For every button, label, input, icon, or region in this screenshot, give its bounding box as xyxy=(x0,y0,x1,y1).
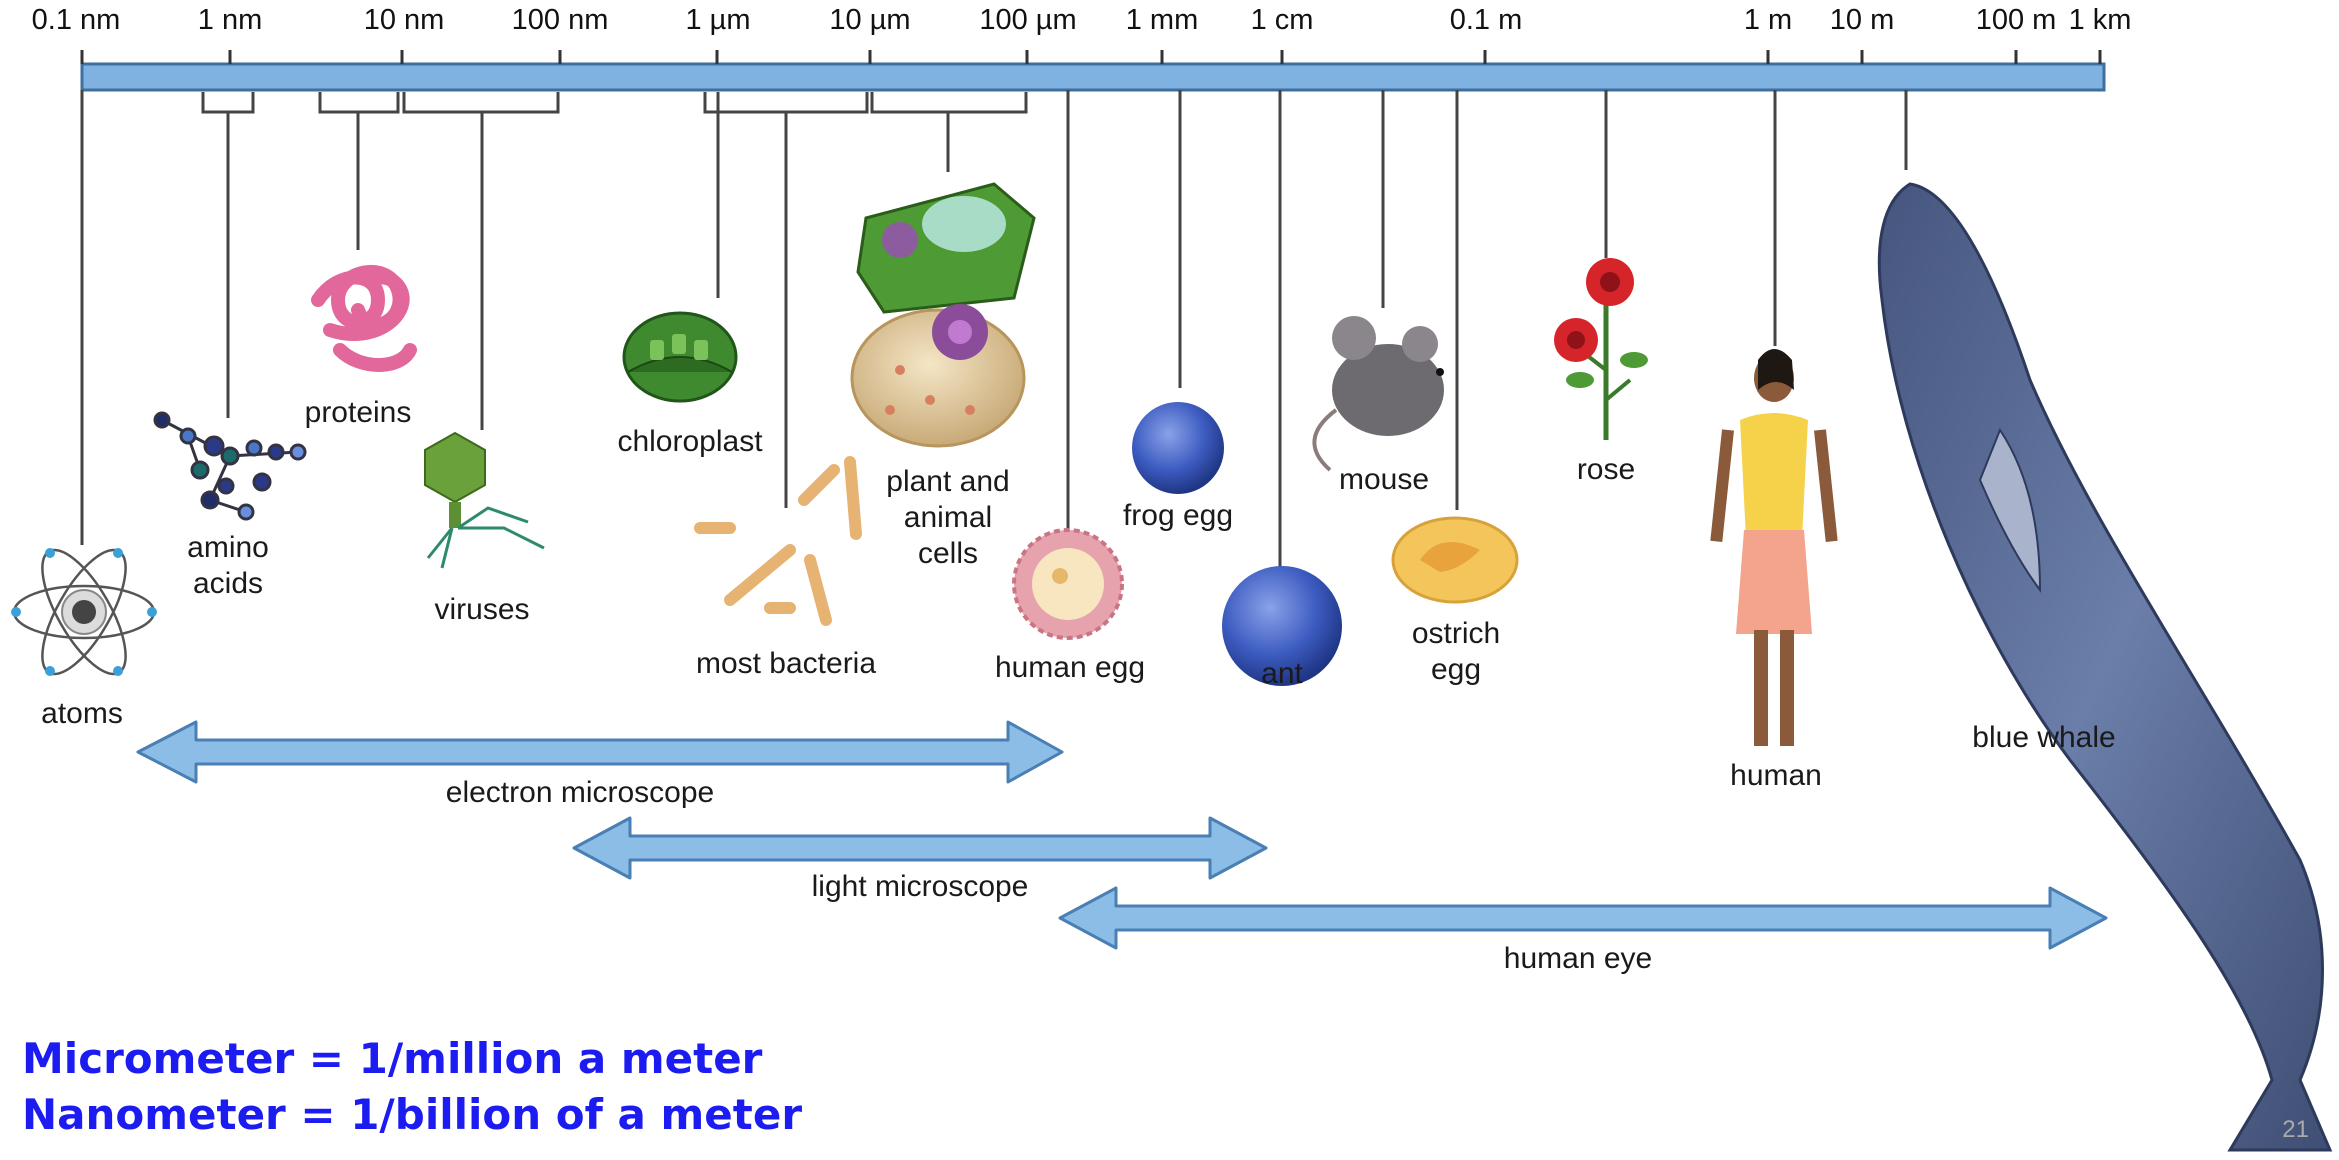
label-human-eye: human eye xyxy=(1504,942,1652,976)
tick-label: 10 nm xyxy=(364,4,445,37)
label-mouse: mouse xyxy=(1339,462,1429,498)
ostrich-egg-illustration xyxy=(1393,518,1517,602)
tick-label: 1 nm xyxy=(198,4,262,37)
virus-illustration xyxy=(425,433,544,568)
tick-label: 1 cm xyxy=(1251,4,1314,37)
plant-cell-illustration xyxy=(858,184,1034,312)
range-arrows xyxy=(138,722,2106,948)
atom-illustration xyxy=(11,538,157,685)
light-microscope-arrow xyxy=(574,818,1266,878)
label-most-bacteria: most bacteria xyxy=(696,646,876,682)
label-frog-egg: frog egg xyxy=(1123,498,1233,534)
label-human-egg: human egg xyxy=(995,650,1145,686)
tick-label: 0.1 nm xyxy=(32,4,121,37)
frog-egg-illustration xyxy=(1132,402,1224,494)
tick-label: 1 km xyxy=(2069,4,2132,37)
human-illustration xyxy=(1710,349,1837,746)
label-chloroplast: chloroplast xyxy=(617,424,762,460)
electron-microscope-arrow xyxy=(138,722,1062,782)
note-nanometer: Nanometer = 1/billion of a meter xyxy=(22,1090,802,1139)
mouse-illustration xyxy=(1314,316,1444,470)
page-number: 21 xyxy=(2282,1116,2309,1144)
tick-label: 10 m xyxy=(1830,4,1894,37)
animal-cell-illustration xyxy=(852,304,1024,446)
chloroplast-illustration xyxy=(624,313,736,401)
tick-label: 100 µm xyxy=(979,4,1076,37)
tick-label: 100 m xyxy=(1976,4,2057,37)
amino-acid-illustration xyxy=(155,413,305,519)
scale-ticks xyxy=(82,50,2100,64)
label-viruses: viruses xyxy=(434,592,529,628)
label-human: human xyxy=(1730,758,1822,794)
tick-label: 0.1 m xyxy=(1450,4,1523,37)
tick-label: 1 µm xyxy=(685,4,750,37)
human-eye-arrow xyxy=(1060,888,2106,948)
scale-bar xyxy=(82,64,2104,90)
label-amino-acids: amino acids xyxy=(187,530,269,602)
label-ostrich-egg: ostrich egg xyxy=(1412,616,1500,688)
blue-whale-illustration xyxy=(1879,184,2330,1150)
protein-illustration xyxy=(318,272,410,365)
label-plant-animal-cells: plant and animal cells xyxy=(886,464,1009,572)
human-egg-illustration xyxy=(1014,530,1122,638)
label-light-microscope: light microscope xyxy=(812,870,1029,904)
label-ant: ant xyxy=(1261,656,1303,692)
tick-label: 1 mm xyxy=(1126,4,1199,37)
rose-illustration xyxy=(1554,258,1648,440)
tick-label: 1 m xyxy=(1744,4,1792,37)
label-atoms: atoms xyxy=(41,696,123,732)
tick-label: 100 nm xyxy=(512,4,609,37)
label-proteins: proteins xyxy=(305,395,412,431)
label-blue-whale: blue whale xyxy=(1972,720,2115,756)
tick-label: 10 µm xyxy=(829,4,910,37)
bacteria-illustration xyxy=(700,462,856,620)
label-electron-microscope: electron microscope xyxy=(446,776,714,810)
note-micrometer: Micrometer = 1/million a meter xyxy=(22,1034,762,1083)
label-rose: rose xyxy=(1577,452,1635,488)
